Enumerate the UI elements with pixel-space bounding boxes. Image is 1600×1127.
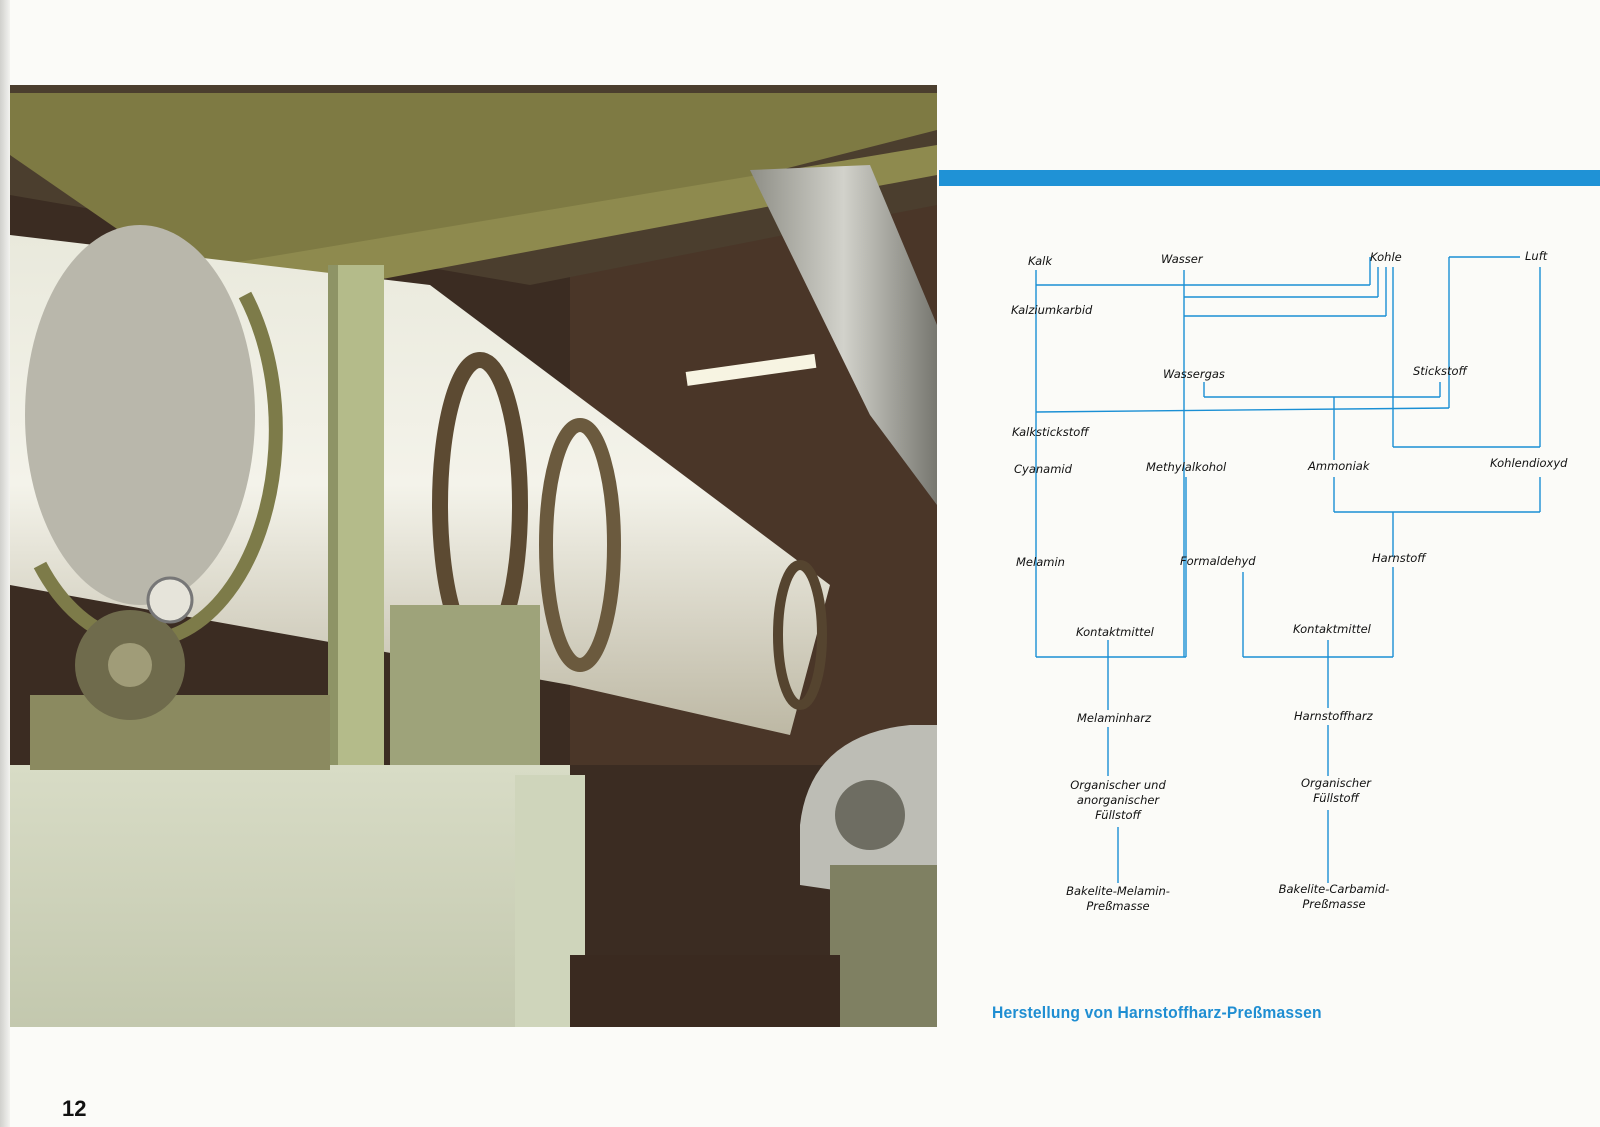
node-product-left-line2: Preßmasse	[1086, 899, 1149, 913]
node-fuellstoff-right-line2: Füllstoff	[1313, 791, 1360, 805]
node-methylalkohol: Methylalkohol	[1146, 460, 1227, 474]
node-harnstoffharz: Harnstoffharz	[1294, 709, 1374, 723]
node-kalziumkarbid: Kalziumkarbid	[1011, 303, 1093, 317]
node-melamin: Melamin	[1016, 555, 1065, 569]
node-kontaktmittel-left: Kontaktmittel	[1076, 625, 1155, 639]
node-product-left-line1: Bakelite-Melamin-	[1066, 884, 1170, 898]
factory-photo	[10, 85, 937, 1027]
node-wasser: Wasser	[1161, 252, 1204, 266]
node-fuellstoff-right-line1: Organischer	[1301, 776, 1372, 790]
node-kohlendioxyd: Kohlendioxyd	[1490, 456, 1568, 470]
section-rule	[939, 170, 1600, 186]
node-product-right-line2: Preßmasse	[1302, 897, 1365, 911]
node-melaminharz: Melaminharz	[1077, 711, 1152, 725]
node-formaldehyd: Formaldehyd	[1180, 554, 1256, 568]
node-stickstoff: Stickstoff	[1413, 364, 1469, 378]
node-kalkstickstoff: Kalkstickstoff	[1012, 425, 1090, 439]
node-kalk: Kalk	[1028, 254, 1053, 268]
node-cyanamid: Cyanamid	[1014, 462, 1073, 476]
node-ammoniak: Ammoniak	[1307, 459, 1371, 473]
node-product-right-line1: Bakelite-Carbamid-	[1279, 882, 1390, 896]
node-harnstoff: Harnstoff	[1372, 551, 1427, 565]
node-kontaktmittel-right: Kontaktmittel	[1293, 622, 1372, 636]
node-fuellstoff-left-line1: Organischer und	[1070, 778, 1166, 792]
page-edge	[0, 0, 10, 1127]
diagram-caption: Herstellung von Harnstoffharz-Preßmassen	[992, 1003, 1322, 1022]
node-wassergas: Wassergas	[1163, 367, 1225, 381]
node-fuellstoff-left-line3: Füllstoff	[1095, 808, 1142, 822]
node-fuellstoff-left-line2: anorganischer	[1077, 793, 1161, 807]
node-luft: Luft	[1525, 249, 1548, 263]
node-kohle: Kohle	[1370, 250, 1402, 264]
page-number: 12	[62, 1096, 87, 1121]
